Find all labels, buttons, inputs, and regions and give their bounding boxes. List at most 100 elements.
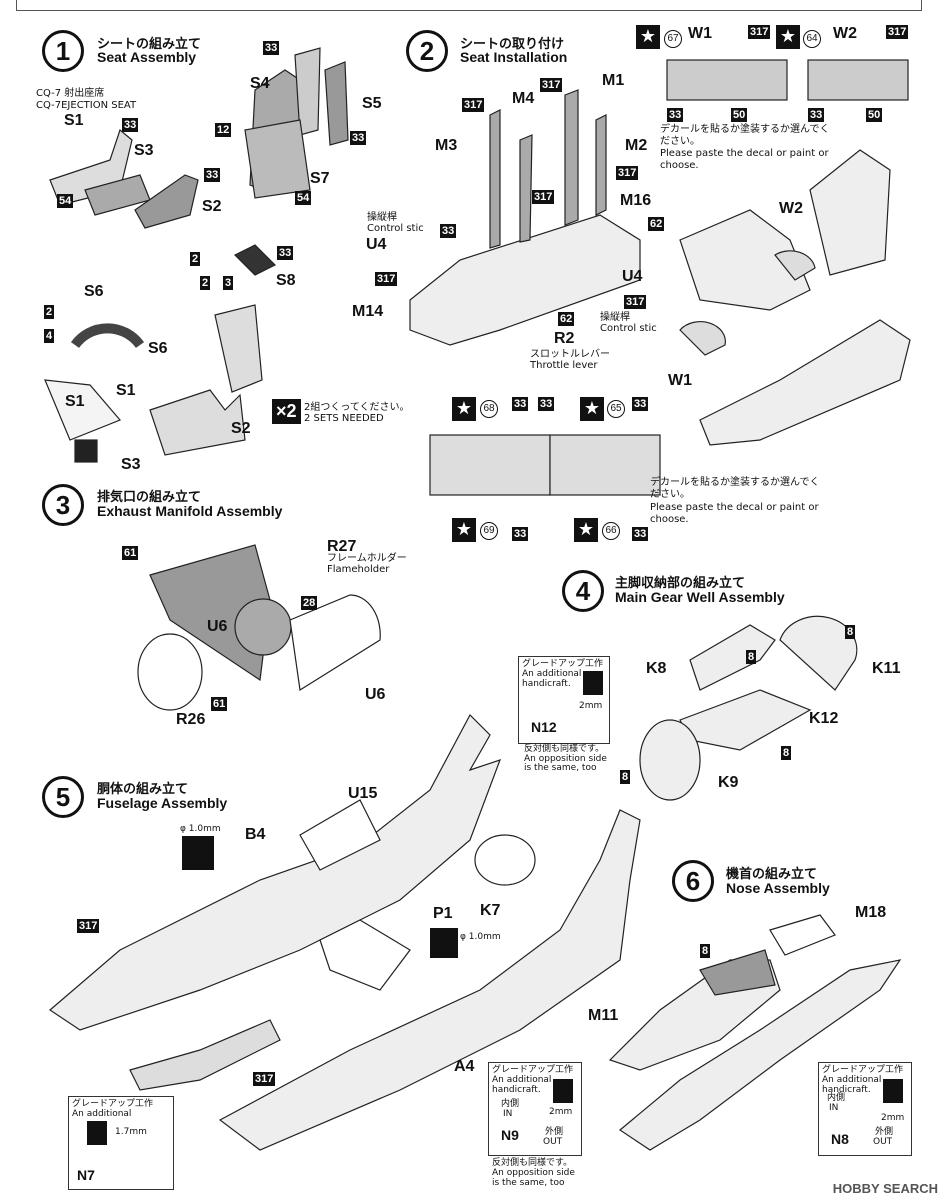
handicraft-hint-n8: グレードアップ工作 An additional handicraft. 内側 I… xyxy=(818,1062,912,1156)
opposite-note-en-3: An opposition side xyxy=(492,1168,575,1178)
step-6-title-en: Nose Assembly xyxy=(726,880,830,896)
part-label: S2 xyxy=(202,198,222,215)
color-code: 50 xyxy=(731,108,748,122)
control-stick-jp: 操縦桿 xyxy=(367,212,397,223)
part-label: N12 xyxy=(531,719,557,735)
flameholder-en: Flameholder xyxy=(327,564,390,575)
hint-title-en: An additional xyxy=(72,1109,132,1119)
part-label: W2 xyxy=(779,200,803,217)
outside-en: OUT xyxy=(543,1137,563,1147)
star-icon: ★ xyxy=(452,518,476,542)
color-code: 317 xyxy=(886,25,909,39)
hint-title-jp: グレードアップ工作 xyxy=(522,659,604,669)
knife-icon xyxy=(583,671,603,695)
star-icon: ★ xyxy=(452,397,476,421)
step-3-title-jp: 排気口の組み立て xyxy=(97,490,202,505)
opposite-note-en-4: is the same, too xyxy=(492,1178,565,1188)
outside-jp: 外側 xyxy=(875,1127,894,1137)
color-code: 33 xyxy=(808,108,825,122)
color-code: 62 xyxy=(558,312,575,326)
star-icon: ★ xyxy=(776,25,800,49)
part-label: M11 xyxy=(588,1007,619,1024)
step-5-title-en: Fuselage Assembly xyxy=(97,795,228,811)
part-label: U15 xyxy=(348,785,378,802)
drill-icon xyxy=(182,836,214,870)
step-1-number: 1 xyxy=(42,30,84,72)
watermark: HOBBY SEARCH xyxy=(832,1181,938,1196)
part-label: R2 xyxy=(554,330,575,347)
color-code: 317 xyxy=(540,78,563,92)
part-label: S3 xyxy=(121,456,141,473)
handicraft-hint-n7: グレードアップ工作 An additional 1.7mm N7 xyxy=(68,1096,174,1190)
part-label: S7 xyxy=(310,170,330,187)
part-label: S2 xyxy=(231,420,251,437)
part-label: A4 xyxy=(454,1058,475,1075)
part-label: W1 xyxy=(688,25,712,42)
hint-title-en: An additional xyxy=(522,669,582,679)
part-label: S6 xyxy=(148,340,168,357)
part-label: S3 xyxy=(134,142,154,159)
color-code: 33 xyxy=(122,118,139,132)
color-code: 33 xyxy=(350,131,367,145)
seat-type-en: CQ-7EJECTION SEAT xyxy=(36,100,137,111)
color-code: 8 xyxy=(700,944,711,958)
multiply-badge: ×2 xyxy=(272,399,301,424)
inside-jp: 内側 xyxy=(501,1099,520,1109)
part-label: K8 xyxy=(646,660,667,677)
color-code: 33 xyxy=(632,397,649,411)
drill-size: φ 1.0mm xyxy=(180,824,221,834)
color-code: 33 xyxy=(277,246,294,260)
step-3-number: 3 xyxy=(42,484,84,526)
color-code: 12 xyxy=(215,123,232,137)
color-code: 317 xyxy=(462,98,485,112)
part-label: R27 xyxy=(327,538,357,555)
color-code: 33 xyxy=(512,397,529,411)
part-label: K9 xyxy=(718,774,739,791)
flameholder-jp: フレームホルダー xyxy=(327,553,407,564)
part-label: P1 xyxy=(433,905,453,922)
color-code: 8 xyxy=(746,650,757,664)
decal-number: 66 xyxy=(602,522,620,540)
color-code: 3 xyxy=(223,276,234,290)
color-code: 2 xyxy=(190,252,201,266)
opposite-note-en: An opposition side xyxy=(524,754,607,764)
color-code: 2 xyxy=(44,305,55,319)
handicraft-hint-n12: グレードアップ工作 An additional handicraft. 2mm … xyxy=(518,656,610,744)
color-code: 8 xyxy=(781,746,792,760)
step-1-title-jp: シートの組み立て xyxy=(97,37,202,52)
color-code: 4 xyxy=(44,329,55,343)
color-code: 317 xyxy=(77,919,100,933)
decal-number: 65 xyxy=(607,400,625,418)
part-label: B4 xyxy=(245,826,266,843)
step-2-title-jp: シートの取り付け xyxy=(460,37,565,52)
inside-jp: 内側 xyxy=(827,1093,846,1103)
part-label: U6 xyxy=(365,686,386,703)
inside-en: IN xyxy=(829,1103,839,1113)
knife-icon xyxy=(883,1079,903,1103)
color-code: 317 xyxy=(532,190,555,204)
hint-size: 2mm xyxy=(881,1113,905,1123)
decal-note-en: Please paste the decal or paint or choos… xyxy=(660,148,829,171)
opposite-note-jp-2: 反対側も同様です。 xyxy=(492,1158,573,1168)
color-code: 8 xyxy=(620,770,631,784)
part-label: M3 xyxy=(435,137,458,154)
hint-title-en: An additional xyxy=(492,1075,552,1085)
hint-title-en-2: handicraft. xyxy=(492,1085,541,1095)
hint-title-jp: グレードアップ工作 xyxy=(492,1065,574,1075)
part-label: M16 xyxy=(620,192,652,209)
part-label: M4 xyxy=(512,90,535,107)
color-code: 33 xyxy=(667,108,684,122)
part-label: U4 xyxy=(622,268,643,285)
part-label: K11 xyxy=(872,660,901,677)
color-code: 33 xyxy=(512,527,529,541)
color-code: 317 xyxy=(748,25,771,39)
color-code: 2 xyxy=(200,276,211,290)
drill-size-2: φ 1.0mm xyxy=(460,932,501,942)
part-label: M1 xyxy=(602,72,625,89)
sets-note-en: 2 SETS NEEDED xyxy=(304,413,384,424)
color-code: 54 xyxy=(295,191,312,205)
hint-title-en-2: handicraft. xyxy=(522,679,571,689)
decal-number: 69 xyxy=(480,522,498,540)
step-5-number: 5 xyxy=(42,776,84,818)
